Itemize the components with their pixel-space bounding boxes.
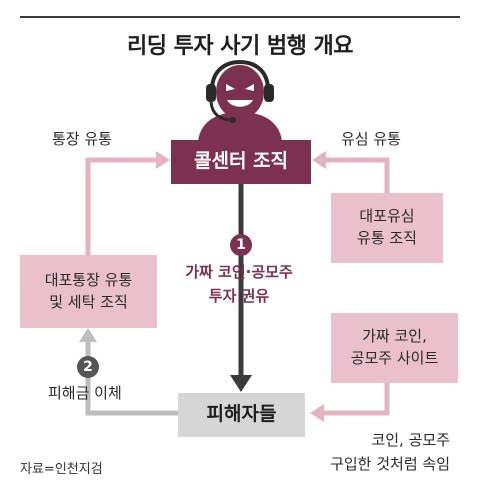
step-1-text: 가짜 코인·공모주 투자 권유 — [164, 260, 314, 308]
victims-box: 피해자들 — [178, 393, 305, 437]
step-1-badge: 1 — [230, 234, 252, 256]
fake-site-box: 가짜 코인, 공모주 사이트 — [331, 313, 458, 383]
usim-org-box: 대포유심 유통 조직 — [331, 193, 443, 263]
call-center-agent-icon — [198, 60, 282, 142]
site-to-victims-line — [322, 383, 390, 416]
usim-to-callcenter-line — [324, 157, 390, 193]
usim-to-callcenter-arrowhead — [312, 151, 326, 169]
usim-org-line-1: 대포유심 — [359, 207, 415, 226]
bank-to-callcenter-line — [85, 157, 158, 255]
usim-flow-label: 유심 유통 — [341, 130, 401, 148]
callcenter-to-victims-arrowhead — [230, 375, 252, 392]
fake-site-line-2: 공모주 사이트 — [350, 349, 439, 367]
diagram-title: 리딩 투자 사기 범행 개요 — [126, 34, 354, 59]
fake-site-line-1: 가짜 코인, — [362, 327, 427, 346]
deception-note: 코인, 공모주 구입한 것처럼 속임 — [300, 428, 450, 476]
step-1-line-1: 가짜 코인·공모주 — [185, 263, 293, 281]
step-1-line-2: 투자 권유 — [208, 287, 270, 305]
deception-line-2: 구입한 것처럼 속임 — [330, 455, 450, 473]
call-center-box: 콜센터 조직 — [171, 140, 311, 184]
deception-line-1: 코인, 공모주 — [371, 431, 450, 449]
site-to-victims-arrowhead — [310, 404, 324, 422]
bank-org-line-1: 대포통장 유통 — [44, 270, 133, 289]
bank-to-callcenter-arrowhead — [156, 151, 170, 169]
source-credit: 자료=인천지검 — [20, 462, 103, 477]
step-2-text: 피해금 이체 — [48, 384, 122, 402]
bank-org-line-2: 및 세탁 조직 — [49, 292, 128, 311]
bank-org-box: 대포통장 유통 및 세탁 조직 — [20, 255, 157, 328]
victims-to-bank-arrowhead — [79, 328, 97, 342]
usim-org-line-2: 유통 조직 — [357, 229, 417, 247]
step-2-badge: 2 — [77, 356, 99, 378]
bank-flow-label: 통장 유통 — [52, 130, 112, 148]
top-rule — [20, 16, 460, 18]
